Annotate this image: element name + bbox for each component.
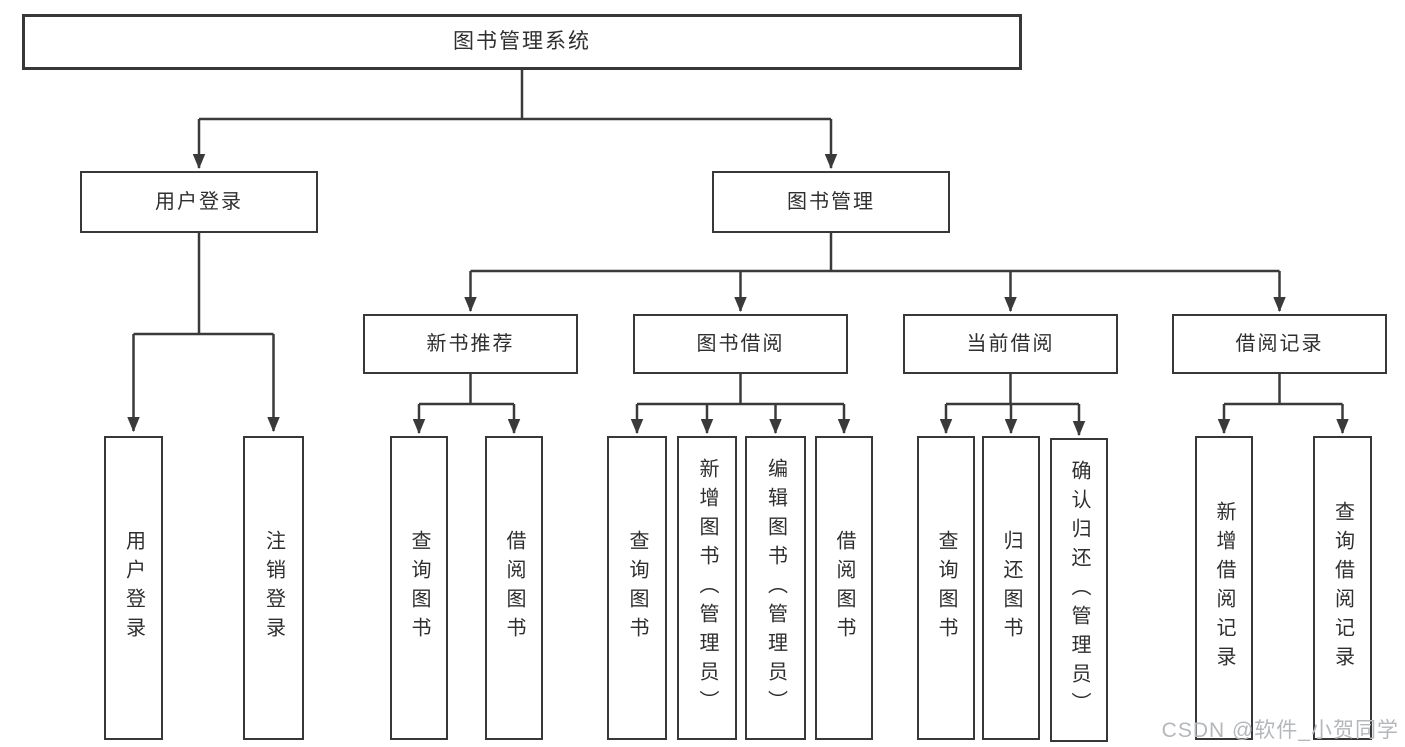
node-borrow-records: 借阅记录 (1172, 314, 1387, 374)
leaf-nbr-borrow-book: 借阅图书 (485, 436, 543, 740)
node-root: 图书管理系统 (22, 14, 1022, 70)
leaf-cb-query-book: 查询图书 (917, 436, 975, 740)
leaf-cb-return-book: 归还图书 (982, 436, 1040, 740)
node-user-login: 用户登录 (80, 171, 318, 233)
leaf-bb-edit-book-admin: 编辑图书（管理员） (745, 436, 806, 740)
node-current-borrow: 当前借阅 (903, 314, 1118, 374)
leaf-cb-confirm-return-admin: 确认归还（管理员） (1050, 438, 1108, 742)
node-book-management: 图书管理 (712, 171, 950, 233)
leaf-bb-borrow-book: 借阅图书 (815, 436, 873, 740)
watermark: CSDN @软件_小贺同学 (1161, 719, 1399, 742)
leaf-logout: 注销登录 (243, 436, 304, 740)
leaf-nbr-query-book: 查询图书 (390, 436, 448, 740)
node-new-book-recommend: 新书推荐 (363, 314, 578, 374)
leaf-br-query-record: 查询借阅记录 (1313, 436, 1372, 740)
leaf-bb-query-book: 查询图书 (607, 436, 667, 740)
node-book-borrow: 图书借阅 (633, 314, 848, 374)
leaf-br-add-record: 新增借阅记录 (1195, 436, 1253, 740)
leaf-bb-add-book-admin: 新增图书（管理员） (677, 436, 737, 740)
leaf-user-login: 用户登录 (104, 436, 163, 740)
